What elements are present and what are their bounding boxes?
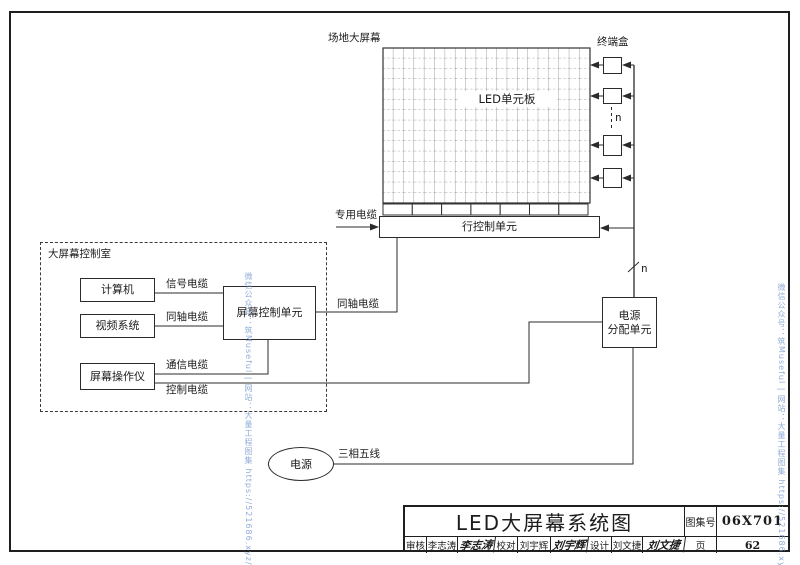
watermark-right: 微信公众号：筑Museful | 网站：大量工程图集 https://52168…	[777, 283, 786, 565]
dedicated-cable-label: 专用电缆	[335, 209, 377, 221]
terminal-box-3	[603, 135, 622, 156]
coaxial-cable-label: 同轴电缆	[166, 311, 208, 323]
page-number: 62	[744, 538, 761, 552]
arrowheads	[370, 61, 631, 232]
screen-operator-box: 屏幕操作仪	[80, 363, 155, 390]
power-distribution-unit-box: 电源 分配单元	[602, 297, 657, 348]
title-block-row1: LED大屏幕系统图 图集号 06X701	[405, 507, 788, 537]
watermark-left: 微信公众号：筑Museful | 网站：大量工程图集 https://52168…	[244, 272, 253, 565]
screen-control-unit-box: 屏幕控制单元	[223, 286, 316, 340]
drawing-border-frame	[9, 11, 790, 552]
title-block-row2: 审核 李志涛 李志涛 校对 刘宇辉 刘宇辉 设计 刘文捷 刘文捷 页 62	[405, 536, 788, 554]
designer-signature: 刘文捷	[641, 536, 687, 554]
connection-lines	[155, 64, 640, 465]
power-distribution-line1: 电源	[618, 308, 641, 322]
terminal-box-2	[603, 88, 622, 104]
terminal-n-label: n	[615, 111, 622, 124]
designer-name: 刘文捷	[612, 537, 643, 553]
control-cable-label: 控制电缆	[166, 384, 208, 396]
proofreader-name: 刘宇辉	[518, 537, 551, 553]
designer-label: 设计	[588, 537, 612, 553]
comm-cable-label: 通信电缆	[166, 359, 208, 371]
reviewer-signature: 李志涛	[456, 536, 497, 554]
panel-connector-row	[382, 203, 589, 216]
bus-n-label: n	[641, 262, 648, 275]
reviewer-name: 李志涛	[427, 537, 458, 553]
proofreader-signature: 刘宇辉	[549, 536, 590, 554]
atlas-no-label: 图集号	[685, 507, 717, 536]
video-system-box: 视频系统	[80, 314, 155, 338]
control-room-dashed-box	[40, 242, 327, 412]
signal-cable-label: 信号电缆	[166, 278, 208, 290]
drawing-title: LED大屏幕系统图	[405, 507, 685, 536]
terminal-box-4	[603, 168, 622, 188]
three-phase-five-wire-label: 三相五线	[338, 448, 380, 460]
proofreader-label: 校对	[495, 537, 518, 553]
coaxial-cable-outer-label: 同轴电缆	[337, 298, 379, 310]
atlas-no-value: 06X701	[721, 514, 784, 529]
reviewer-label: 审核	[405, 537, 427, 553]
led-panel-grid	[382, 47, 591, 204]
terminal-box-label: 终端盒	[597, 36, 629, 48]
computer-box: 计算机	[80, 278, 155, 302]
field-screen-label: 场地大屏幕	[328, 32, 381, 44]
page-label: 页	[685, 537, 717, 553]
control-room-title: 大屏幕控制室	[48, 248, 111, 260]
power-distribution-line2: 分配单元	[607, 322, 652, 336]
led-unit-panel-label: LED单元板	[458, 91, 556, 107]
row-control-unit-box: 行控制单元	[379, 216, 600, 238]
power-source-ellipse: 电源	[268, 447, 334, 481]
terminal-box-1	[603, 57, 622, 74]
title-block: LED大屏幕系统图 图集号 06X701 审核 李志涛 李志涛 校对 刘宇辉 刘…	[403, 505, 790, 554]
